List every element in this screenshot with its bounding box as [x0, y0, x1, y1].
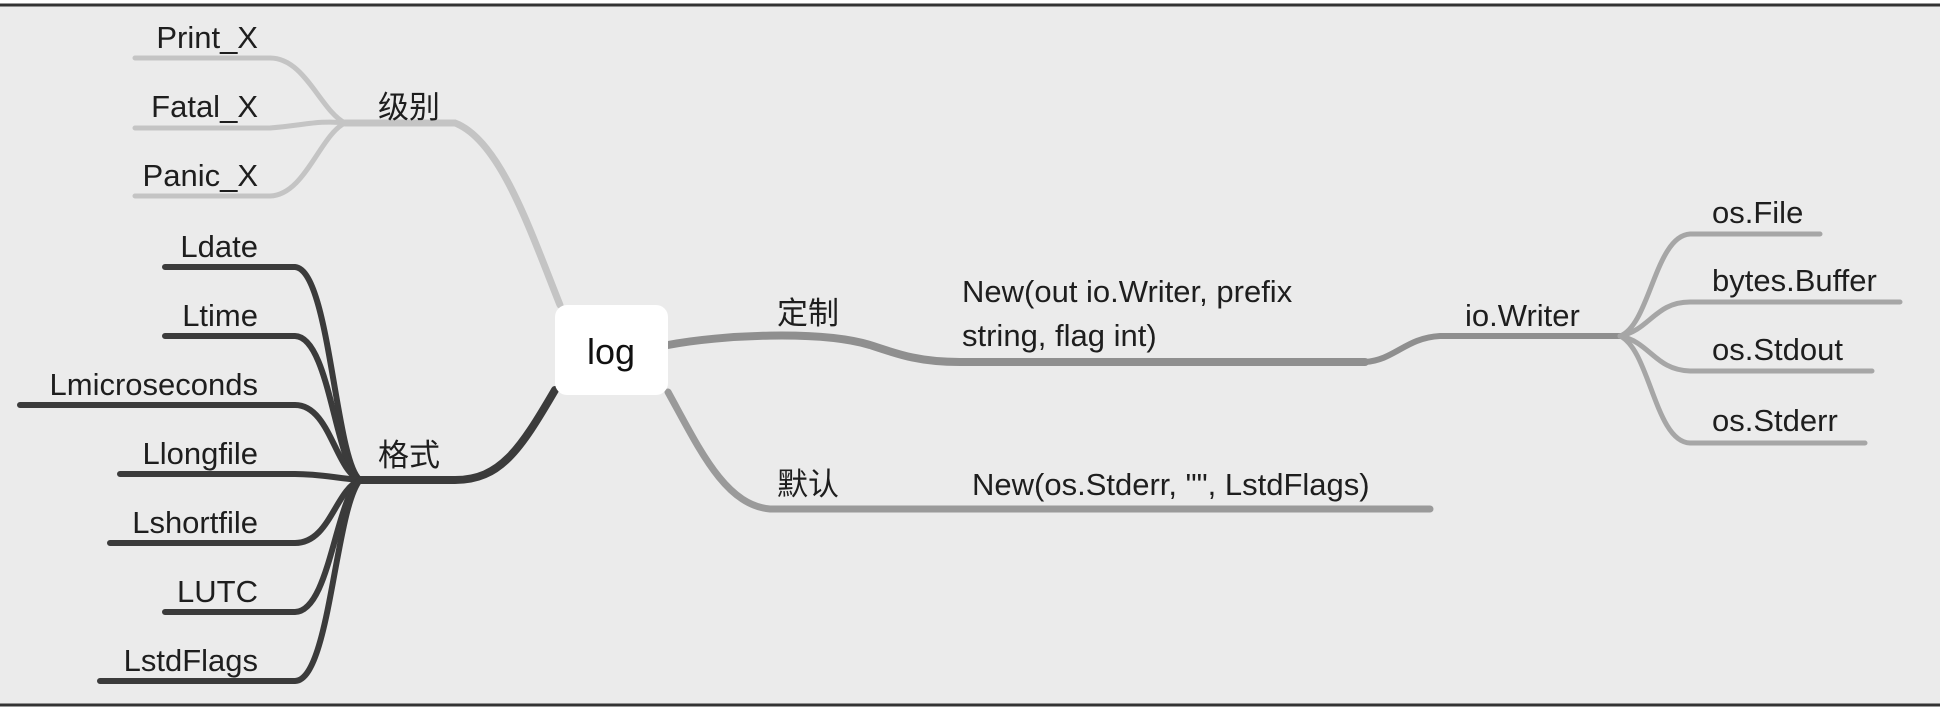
- format-item-lshortfile: Lshortfile: [132, 505, 258, 540]
- root-node: log: [555, 305, 668, 395]
- default-connector: [664, 388, 1434, 513]
- root-box: [555, 305, 668, 395]
- writer-link-osstderr: [1617, 333, 1868, 446]
- level-item-panic: Panic_X: [143, 158, 259, 193]
- level-link-fatal: [132, 119, 348, 131]
- default-constructor: New(os.Stderr, "", LstdFlags): [972, 467, 1370, 502]
- level-link-panic: [132, 120, 348, 199]
- writer-item-bytesbuffer: bytes.Buffer: [1712, 263, 1877, 298]
- format-link-llongfile: [117, 471, 363, 483]
- writer-label: io.Writer: [1465, 298, 1580, 333]
- writer-item-osstdout: os.Stdout: [1712, 332, 1843, 367]
- level-link-print: [132, 55, 348, 126]
- custom-label: 定制: [777, 296, 839, 331]
- root-label: log: [587, 331, 635, 372]
- format-item-ldate: Ldate: [180, 229, 258, 264]
- custom-writer-link: [1362, 333, 1623, 365]
- level-connector: [341, 119, 564, 309]
- format-link-lstdflags: [97, 477, 363, 684]
- writer-item-osfile: os.File: [1712, 195, 1803, 230]
- default-branch: [664, 388, 1434, 513]
- level-label: 级别: [378, 90, 440, 125]
- writer-link-osstdout: [1617, 333, 1875, 374]
- level-item-fatal: Fatal_X: [151, 89, 258, 124]
- writer-link-bytesbuffer: [1617, 299, 1903, 339]
- format-branch: [17, 264, 559, 684]
- format-link-lmicro: [17, 402, 363, 483]
- format-item-lutc: LUTC: [177, 574, 258, 609]
- format-connector: [356, 386, 559, 484]
- level-branch: [132, 55, 564, 309]
- custom-connector: [664, 331, 1369, 366]
- format-link-ltime: [162, 333, 363, 483]
- custom-constructor-line2: string, flag int): [962, 318, 1157, 353]
- default-label: 默认: [777, 467, 839, 502]
- writer-branch: [1617, 231, 1903, 446]
- format-item-lmicroseconds: Lmicroseconds: [50, 367, 258, 402]
- writer-link-osfile: [1617, 231, 1823, 339]
- custom-constructor-line1: New(out io.Writer, prefix: [962, 274, 1293, 309]
- format-item-llongfile: Llongfile: [143, 436, 258, 471]
- level-item-print: Print_X: [156, 20, 258, 55]
- format-item-ltime: Ltime: [182, 298, 258, 333]
- writer-item-osstderr: os.Stderr: [1712, 403, 1838, 438]
- custom-branch: [664, 331, 1623, 366]
- format-label: 格式: [378, 438, 440, 473]
- format-item-lstdflags: LstdFlags: [124, 643, 258, 678]
